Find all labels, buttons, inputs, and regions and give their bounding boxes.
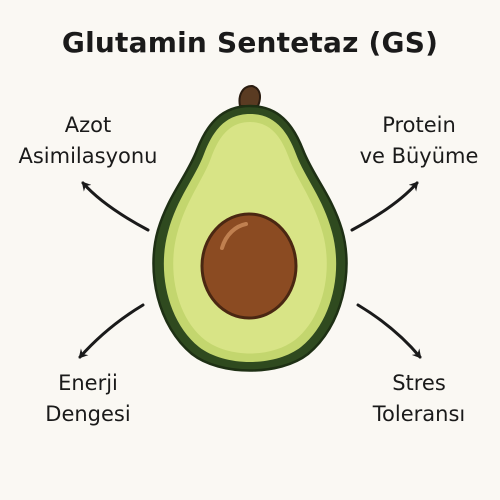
label-line: ve Büyüme [359, 144, 479, 168]
arrow-bottom-right [356, 303, 422, 359]
pit-highlight [220, 222, 248, 250]
avocado-pit [200, 212, 298, 320]
label-nitrogen-assimilation: Azot Asimilasyonu [3, 110, 173, 172]
label-line: Enerji [58, 371, 118, 395]
diagram-title: Glutamin Sentetaz (GS) [61, 26, 439, 59]
label-line: Stres [392, 371, 446, 395]
avocado-stem [238, 84, 261, 107]
label-line: Azot [64, 113, 112, 137]
arrow-bottom-left [78, 303, 145, 359]
label-line: Toleransı [372, 402, 466, 426]
label-protein-growth: Protein ve Büyüme [334, 110, 500, 172]
arrow-top-left [81, 181, 150, 232]
label-line: Asimilasyonu [18, 144, 158, 168]
label-line: Protein [382, 113, 456, 137]
label-energy-balance: Enerji Dengesi [3, 368, 173, 430]
label-line: Dengesi [45, 402, 131, 426]
label-stress-tolerance: Stres Toleransı [334, 368, 500, 430]
arrow-top-right [350, 181, 419, 232]
